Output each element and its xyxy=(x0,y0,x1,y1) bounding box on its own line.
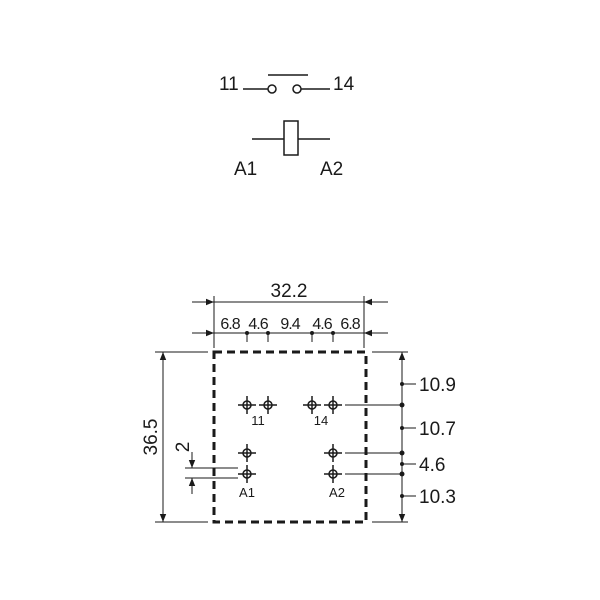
contact-symbol: 11 14 xyxy=(219,74,355,95)
pin-11b xyxy=(258,395,278,415)
spacing-label: 4.6 xyxy=(312,316,332,333)
pin-offset-label: 2 xyxy=(173,442,194,453)
contact-label-14: 14 xyxy=(333,74,355,95)
vertical-spacing-dimension: 10.9 10.7 4.6 10.3 xyxy=(345,351,456,523)
relay-outline xyxy=(212,350,368,524)
spacing-label: 4.6 xyxy=(248,316,268,333)
pin-a2 xyxy=(323,464,343,484)
coil-symbol: A1 A2 xyxy=(234,120,343,180)
spacing-label: 9.4 xyxy=(280,316,300,333)
pin-a2-upper xyxy=(323,443,343,463)
overall-width-label: 32.2 xyxy=(271,281,308,302)
pins: 11 14 A1 A2 xyxy=(237,395,345,500)
spacing-label: 6.8 xyxy=(220,316,240,333)
pin-a1-upper xyxy=(237,443,257,463)
pin-label-11: 11 xyxy=(251,413,265,428)
pin-14a xyxy=(302,395,322,415)
contact-label-11: 11 xyxy=(219,74,239,95)
coil-label-a1: A1 xyxy=(234,159,257,180)
spacing-label: 10.9 xyxy=(419,375,456,396)
coil-label-a2: A2 xyxy=(320,159,343,180)
pin-14b xyxy=(323,395,343,415)
spacing-label: 10.7 xyxy=(419,419,456,440)
spacing-label: 6.8 xyxy=(340,316,360,333)
spacing-label: 4.6 xyxy=(419,455,445,476)
spacing-label: 10.3 xyxy=(419,487,456,508)
pin-label-a2: A2 xyxy=(329,485,345,500)
pin-label-a1: A1 xyxy=(239,485,255,500)
height-dimension: 36.5 xyxy=(141,351,208,523)
pin-a1 xyxy=(237,464,257,484)
pin-11a xyxy=(237,395,257,415)
overall-height-label: 36.5 xyxy=(141,419,162,456)
pin-offset-dimension: 2 xyxy=(173,442,238,494)
width-dimension: 32.2 6.8 4.6 9.4 4.6 6.8 xyxy=(192,281,388,348)
pin-label-14: 14 xyxy=(314,413,328,428)
